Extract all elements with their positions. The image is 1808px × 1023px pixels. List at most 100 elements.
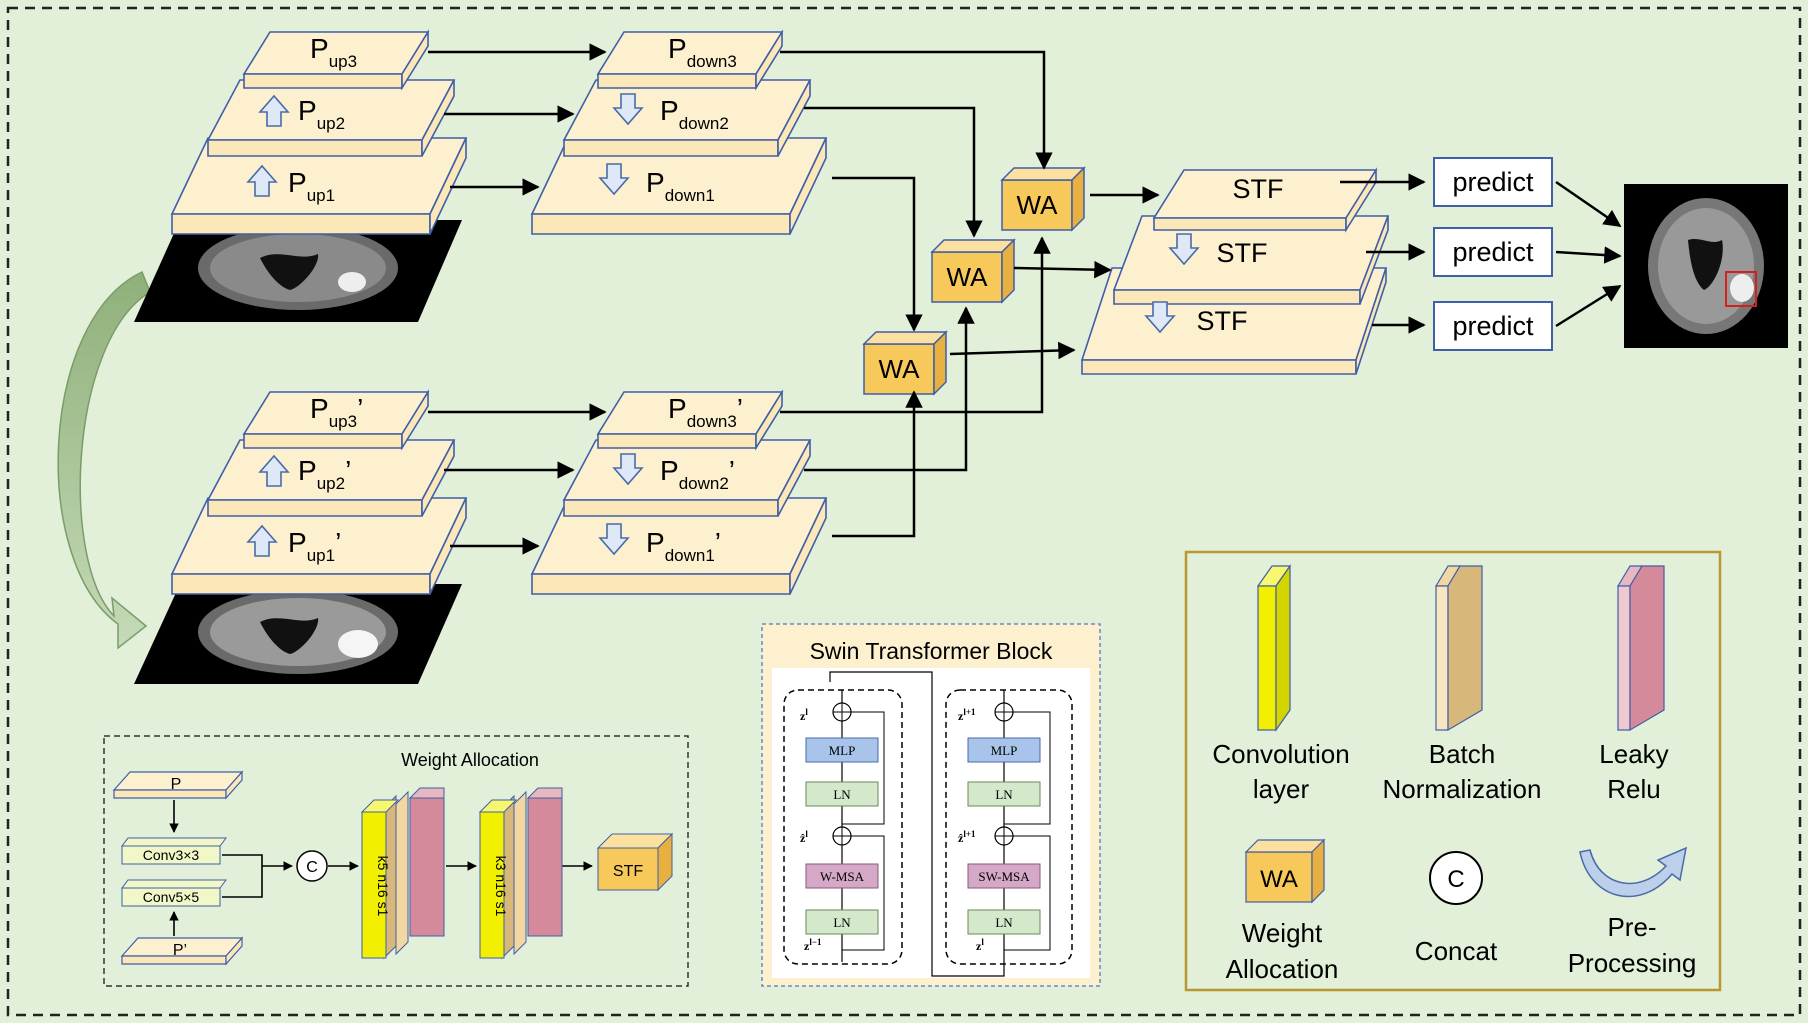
label-up1: Pup1’	[288, 527, 341, 565]
down-arrow-1	[598, 523, 630, 556]
svg-text:W-MSA: W-MSA	[820, 869, 865, 884]
legend-bn-icon	[1434, 565, 1483, 732]
label-down3: Pdown3	[668, 33, 737, 71]
mri-plane-bottom	[134, 584, 462, 684]
legend-concat-icon	[1429, 851, 1483, 905]
label-up2: Pup2’	[298, 455, 351, 493]
swin-right-ln-top	[967, 781, 1041, 807]
stf-label-1: STF	[1233, 174, 1284, 204]
swin-left-ln-top	[805, 781, 879, 807]
legend-conv-line1: Convolution	[1212, 739, 1349, 769]
preprocessing-arrow	[57, 270, 151, 650]
slab-down-1	[530, 137, 828, 235]
weight-allocation-panel: Weight Allocation P P’ Conv3×3 Conv5×5	[103, 735, 689, 987]
feature-pyramid-bottom: Pup3’Pup2’Pup1’Pdown3’Pdown2’Pdown1’	[170, 389, 828, 595]
wa-box-label-1: WA	[1017, 190, 1059, 220]
svg-text:ẑl+1: ẑl+1	[958, 829, 976, 845]
svg-text:LN: LN	[995, 915, 1013, 930]
predict-label-2: predict	[1452, 237, 1534, 267]
legend-pre-line2: Processing	[1568, 948, 1697, 978]
svg-text:Conv3×3: Conv3×3	[143, 847, 200, 863]
legend-preprocessing-icon	[1579, 846, 1687, 898]
svg-text:k5 n16 s1: k5 n16 s1	[375, 856, 391, 917]
legend-bn-line2: Normalization	[1383, 774, 1542, 804]
legend-conv-icon	[1256, 564, 1292, 732]
slab-up-3	[242, 29, 430, 91]
stf-stack: STF STF STF	[1080, 167, 1390, 375]
up-arrow-1	[246, 164, 278, 197]
label-down1: Pdown1	[646, 167, 715, 205]
stf-label-3: STF	[1197, 306, 1248, 336]
tumor-bounding-box	[1725, 271, 1757, 307]
wa-p-prime-slab: P’	[120, 936, 244, 966]
swin-block-right: MLP LN SW-MSA LN zl+1 ẑl+1 zl	[945, 689, 1073, 965]
stf-arrow-1	[1144, 301, 1176, 334]
svg-text:zl: zl	[976, 937, 984, 953]
label-down3: Pdown3’	[668, 393, 743, 431]
svg-text:P’: P’	[173, 942, 187, 959]
wa-boxes: WA WA WA	[862, 166, 1086, 396]
svg-text:LN: LN	[833, 787, 851, 802]
svg-text:SW-MSA: SW-MSA	[978, 869, 1030, 884]
svg-text:LN: LN	[833, 915, 851, 930]
svg-text:k3 n16 s1: k3 n16 s1	[493, 856, 509, 917]
wa-p-slab: P	[112, 770, 244, 800]
predict-box-1	[1433, 157, 1553, 207]
wa-box-label-2: WA	[947, 262, 989, 292]
legend-relu-line2: Relu	[1607, 774, 1660, 804]
swin-left-msa	[805, 863, 879, 889]
wa-box-label-3: WA	[879, 354, 921, 384]
svg-text:STF: STF	[613, 863, 643, 880]
label-down1: Pdown1’	[646, 527, 721, 565]
wa-box-3: WA	[862, 330, 948, 396]
svg-text:zl+1: zl+1	[958, 707, 976, 723]
label-up1: Pup1	[288, 167, 335, 205]
predict-label-3: predict	[1452, 311, 1534, 341]
swin-left-mlp	[805, 737, 879, 763]
label-up3: Pup3	[310, 33, 357, 71]
wa-concat-icon	[296, 850, 328, 882]
slab-down-1	[530, 497, 828, 595]
slab-up-3	[242, 389, 430, 451]
stf-arrow-2	[1168, 233, 1200, 266]
svg-text:ẑl: ẑl	[800, 829, 808, 845]
wa-conv3: Conv3×3	[121, 837, 227, 865]
slab-up-1	[170, 137, 468, 235]
svg-text:zl: zl	[800, 707, 808, 723]
swin-right-ln-bottom	[967, 909, 1041, 935]
legend-panel: Convolution layer Batch Normalization Le…	[1184, 550, 1722, 992]
svg-text:C: C	[1447, 866, 1464, 893]
wa-stf-cube: STF	[596, 832, 674, 892]
stf-label-2: STF	[1217, 238, 1268, 268]
output-mri	[1624, 184, 1788, 348]
swin-left-ln-bottom	[805, 909, 879, 935]
mri-plane-top	[134, 220, 462, 322]
wa-panel-title: Weight Allocation	[401, 750, 539, 770]
down-arrow-2	[612, 93, 644, 126]
down-arrow-1	[598, 163, 630, 196]
stf-slab-1	[1152, 167, 1378, 233]
wa-conv5: Conv5×5	[121, 879, 227, 907]
legend-wa-line2: Allocation	[1226, 954, 1339, 984]
connection-arrows	[428, 43, 1622, 555]
predict-box-2	[1433, 227, 1553, 277]
up-arrow-2	[258, 94, 290, 127]
down-arrow-2	[612, 453, 644, 486]
legend-pre-line1: Pre-	[1607, 912, 1656, 942]
slab-down-3	[596, 29, 784, 91]
label-down2: Pdown2’	[660, 455, 735, 493]
outer-dashed-border	[6, 6, 1802, 1017]
legend-wa-icon: WA	[1244, 838, 1326, 904]
wa-box-1: WA	[1000, 166, 1086, 232]
predict-label-1: predict	[1452, 167, 1534, 197]
legend-relu-icon	[1616, 565, 1665, 732]
swin-title: Swin Transformer Block	[810, 638, 1053, 664]
svg-text:MLP: MLP	[829, 743, 856, 758]
legend-conv-line2: layer	[1253, 774, 1310, 804]
svg-text:MLP: MLP	[991, 743, 1018, 758]
wa-conv-block-2: k3 n16 s1	[478, 787, 563, 960]
legend-concat-label: Concat	[1415, 936, 1498, 966]
wa-box-2: WA	[930, 238, 1016, 304]
swin-right-msa	[967, 863, 1041, 889]
